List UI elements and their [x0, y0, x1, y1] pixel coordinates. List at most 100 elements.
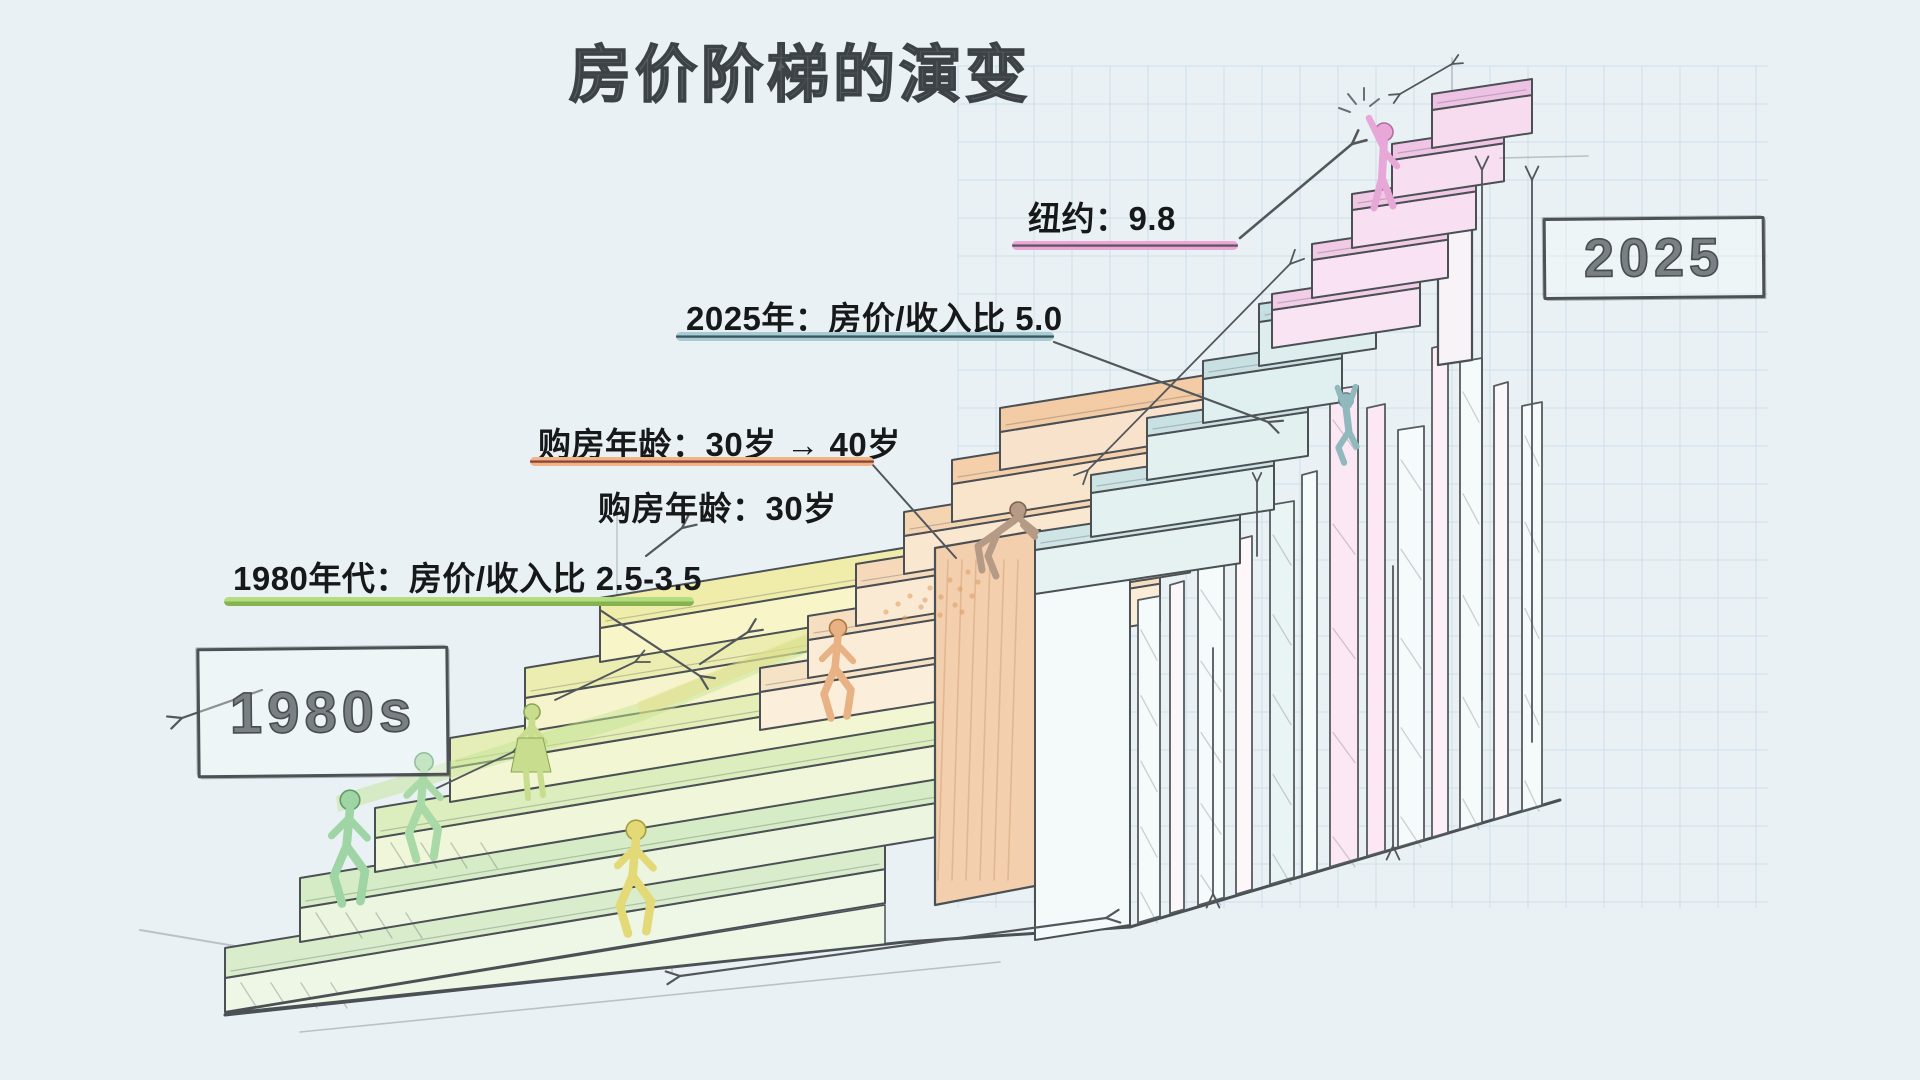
spray-dot [947, 577, 953, 583]
stair-under-wall [1034, 534, 1131, 941]
arrowhead [1350, 138, 1368, 146]
arrowhead [1212, 893, 1221, 909]
arrowhead [634, 649, 646, 663]
block-hatch [965, 559, 977, 881]
arrowhead [1205, 893, 1214, 909]
figure-limb [628, 871, 656, 936]
column-hatch [1400, 727, 1422, 759]
figure-limb [818, 640, 841, 663]
spray-dot [883, 609, 889, 615]
figure-limb [1365, 114, 1387, 151]
tall-column [1197, 555, 1225, 907]
column-hatch [1524, 780, 1540, 812]
tall-column [1366, 403, 1386, 858]
riser-hatch [390, 842, 408, 869]
figure-limb [831, 632, 842, 672]
tall-column [1269, 500, 1295, 886]
column-hatch [1140, 826, 1158, 858]
figure-limb [1020, 522, 1038, 540]
figure-limb [1346, 383, 1359, 409]
tall-column [1459, 357, 1483, 830]
figure-limb [345, 814, 371, 842]
arrowhead [170, 716, 184, 730]
figure-limb [974, 528, 1002, 574]
arrowhead [1524, 165, 1533, 181]
arrowhead [1256, 472, 1263, 483]
tread-pencil-line [1437, 89, 1527, 104]
arrowhead [1451, 54, 1460, 65]
column-hatch [1140, 760, 1158, 792]
leader-2025-label [1052, 340, 1270, 424]
base-line [1128, 798, 1562, 929]
leader-1980-label [598, 608, 702, 678]
figure-limb [523, 769, 531, 801]
spray-dot [907, 593, 913, 599]
ground-dimension-arrow [180, 688, 264, 720]
figure-limb [994, 512, 1024, 536]
figure-limb [329, 841, 351, 908]
arrowhead [698, 674, 709, 690]
arrowhead [1289, 248, 1296, 265]
figure-limb [404, 801, 425, 864]
block-hatch [993, 559, 1005, 881]
diagonal-dimension-arrow [1087, 263, 1291, 471]
tall-column [1169, 580, 1185, 915]
column-hatch [1200, 660, 1222, 692]
column-hatch [1140, 695, 1158, 727]
spray-dot [937, 612, 943, 618]
figure-limb [342, 841, 370, 906]
column-hatch [1462, 798, 1480, 830]
tread-pencil-line [230, 863, 880, 972]
column-hatch [1200, 731, 1222, 764]
column-hatch [1200, 589, 1222, 621]
tread-pencil-line [305, 795, 940, 902]
spray-dot [918, 604, 924, 610]
orange-block [933, 528, 1042, 907]
column-hatch [1200, 874, 1222, 906]
column-hatch [1462, 696, 1480, 728]
figure-limb [1335, 428, 1352, 466]
riser-hatch [450, 842, 468, 869]
tall-column [1493, 381, 1509, 821]
peak-tick-line [1499, 155, 1589, 159]
figure-limb [1379, 146, 1401, 170]
arrowhead [1289, 257, 1305, 265]
column-hatch [1332, 731, 1356, 764]
column-hatch [1272, 534, 1292, 566]
figure-limb [419, 775, 444, 802]
figure-limb [628, 834, 641, 881]
figure-limb [1342, 403, 1353, 435]
column-hatch [1332, 627, 1356, 660]
tread-pencil-line [380, 728, 1000, 832]
stair-base-face [224, 904, 886, 1014]
spray-dot [895, 601, 901, 607]
spray-dot [927, 585, 933, 591]
arrowhead [746, 628, 764, 634]
figure-limb [1018, 517, 1039, 535]
glow-trail-green [336, 586, 930, 812]
riser-hatch [480, 842, 498, 869]
riser-hatch [420, 842, 438, 869]
arrowhead [1481, 155, 1490, 171]
figure-limb [615, 871, 637, 938]
riser-hatch [375, 912, 393, 939]
arrowhead [746, 618, 757, 634]
spray-dot [969, 593, 975, 599]
column-hatch [1140, 629, 1158, 661]
column-hatch [1272, 853, 1292, 885]
progress-arrow [554, 661, 636, 701]
figure-limb [416, 801, 443, 862]
column-hatch [1400, 637, 1422, 670]
figure-limb [1334, 384, 1347, 409]
arrowhead [1531, 165, 1540, 181]
arrowhead [1474, 155, 1483, 171]
width-dimension-arrow [678, 916, 1108, 978]
arrowhead [680, 513, 690, 530]
riser-hatch [315, 912, 333, 939]
riser-hatch [240, 982, 258, 1009]
column-hatch [1332, 836, 1356, 868]
figure-limb [833, 640, 857, 665]
spray-dot [952, 602, 958, 608]
column-hatch [1400, 459, 1422, 491]
arrowhead [1104, 908, 1120, 920]
